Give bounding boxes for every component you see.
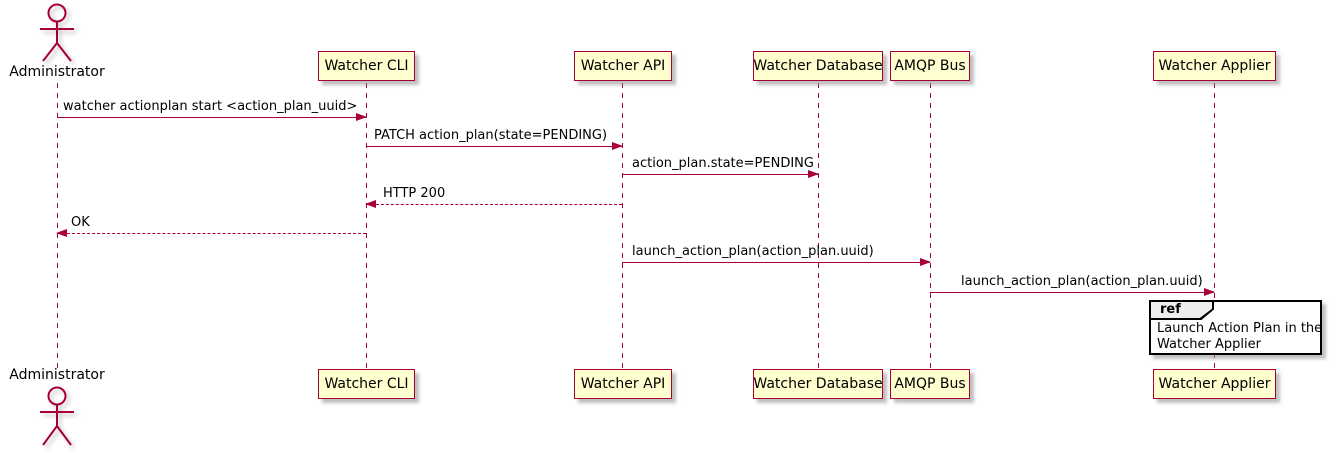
ref-text-line1: Launch Action Plan in the bbox=[1157, 321, 1323, 336]
message-arrow bbox=[57, 113, 367, 121]
message-label: HTTP 200 bbox=[383, 186, 446, 201]
participant-watcher-cli-bottom: Watcher CLI bbox=[318, 369, 415, 399]
lifeline-watcher-database bbox=[818, 83, 819, 369]
lifeline-watcher-applier bbox=[1214, 83, 1215, 369]
lifeline-watcher-cli bbox=[366, 83, 367, 369]
actor-label-administrator-bottom: Administrator bbox=[9, 367, 105, 383]
actor-label-administrator-top: Administrator bbox=[9, 64, 105, 80]
ref-text: Launch Action Plan in the Watcher Applie… bbox=[1157, 321, 1322, 353]
ref-tag-fill bbox=[1151, 302, 1212, 318]
message-label: launch_action_plan(action_plan.uuid) bbox=[632, 244, 874, 259]
arrowhead-right-icon bbox=[808, 170, 819, 178]
participant-watcher-applier-top: Watcher Applier bbox=[1153, 51, 1276, 81]
participant-watcher-api-top: Watcher API bbox=[574, 51, 672, 81]
message-label: launch_action_plan(action_plan.uuid) bbox=[961, 274, 1203, 289]
lifeline-watcher-api bbox=[622, 83, 623, 369]
participant-amqp-bus-bottom: AMQP Bus bbox=[890, 369, 970, 399]
message-arrow bbox=[622, 258, 931, 266]
arrowhead-right-icon bbox=[920, 258, 931, 266]
participant-watcher-database-top: Watcher Database bbox=[753, 51, 883, 81]
message-arrow bbox=[622, 170, 819, 178]
participant-watcher-database-bottom: Watcher Database bbox=[753, 369, 883, 399]
message-arrow bbox=[56, 229, 366, 237]
message-label: OK bbox=[71, 215, 90, 230]
message-label: PATCH action_plan(state=PENDING) bbox=[374, 128, 608, 143]
arrowhead-left-icon bbox=[365, 200, 376, 208]
message-label: action_plan.state=PENDING bbox=[632, 156, 814, 171]
administrator-actor-icon-bottom bbox=[40, 386, 74, 446]
ref-keyword-tag: ref bbox=[1151, 302, 1214, 320]
participant-amqp-bus-top: AMQP Bus bbox=[890, 51, 970, 81]
ref-text-line2: Watcher Applier bbox=[1157, 337, 1261, 352]
arrowhead-right-icon bbox=[612, 142, 623, 150]
arrowhead-right-icon bbox=[1204, 288, 1215, 296]
participant-watcher-cli-top: Watcher CLI bbox=[318, 51, 415, 81]
lifeline-amqp-bus bbox=[930, 83, 931, 369]
message-arrow bbox=[365, 200, 622, 208]
participant-watcher-applier-bottom: Watcher Applier bbox=[1153, 369, 1276, 399]
message-arrow bbox=[366, 142, 623, 150]
ref-keyword: ref bbox=[1160, 302, 1181, 317]
ref-frame: ref Launch Action Plan in the Watcher Ap… bbox=[1149, 300, 1322, 355]
administrator-actor-icon-top bbox=[40, 3, 74, 62]
message-label: watcher actionplan start <action_plan_uu… bbox=[63, 99, 358, 114]
message-arrow bbox=[930, 288, 1215, 296]
participant-watcher-api-bottom: Watcher API bbox=[574, 369, 672, 399]
arrowhead-left-icon bbox=[56, 229, 67, 237]
arrowhead-right-icon bbox=[356, 113, 367, 121]
lifeline-administrator bbox=[57, 83, 58, 369]
